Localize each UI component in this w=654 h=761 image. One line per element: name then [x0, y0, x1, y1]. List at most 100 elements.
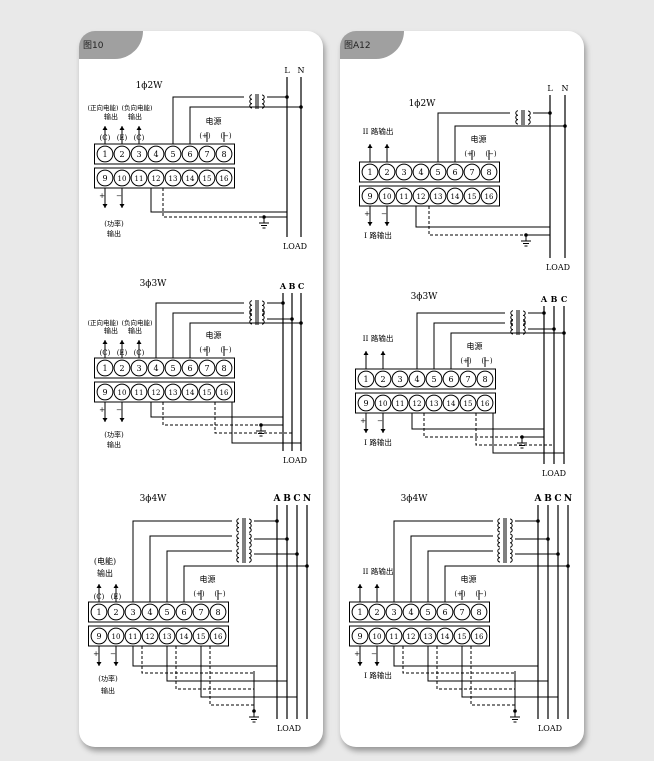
output-label: (负向电能) [121, 103, 153, 112]
system-title: 3ϕ4W [140, 494, 168, 504]
terminal-number: 7 [204, 364, 209, 373]
terminal-number: 16 [475, 633, 484, 641]
arrow-head [119, 418, 125, 422]
right-figure-label: 图A12 [344, 41, 371, 51]
left-figure-tab: 图10 [79, 31, 143, 59]
arrow-head [367, 222, 373, 226]
wire [231, 402, 301, 444]
terminal-number: 2 [113, 608, 118, 617]
terminal-number: 14 [186, 389, 195, 397]
current-transformer [236, 533, 252, 548]
terminal-number: 7 [469, 168, 474, 177]
terminal-number: 13 [424, 633, 433, 641]
terminal-12 [147, 383, 165, 401]
arrow-head [102, 340, 108, 344]
terminal-12 [147, 169, 165, 187]
arrow-head [357, 662, 363, 666]
output-label: (电能) [94, 556, 116, 566]
output-label: (负向电能) [121, 318, 153, 327]
phase-label: C [554, 494, 561, 504]
terminal-15 [198, 383, 216, 401]
terminal-16 [215, 383, 233, 401]
sign-minus: − [116, 192, 122, 200]
arrow-head [119, 204, 125, 208]
output-label: 输出 [128, 326, 142, 335]
terminal-number: 5 [425, 608, 430, 617]
sign-plus: + [364, 210, 370, 218]
arrow-head [384, 144, 390, 148]
terminal-number: 2 [384, 168, 389, 177]
arrow-head [119, 126, 125, 130]
terminal-2 [378, 163, 396, 181]
terminal-14 [181, 383, 199, 401]
terminal-number: 6 [181, 608, 186, 617]
terminal-number: 16 [214, 633, 223, 641]
terminal-3 [130, 359, 148, 377]
load-label: LOAD [542, 469, 566, 478]
phase-label: N [298, 66, 305, 75]
junction-dot [299, 105, 303, 109]
wire [433, 322, 505, 369]
terminal-number: 15 [203, 389, 212, 397]
output-type-label: (C) [100, 349, 111, 357]
terminal-number: 10 [118, 389, 127, 397]
current-transformer [510, 310, 526, 325]
phase-label: C [561, 294, 567, 304]
minus-label: (−) [481, 357, 493, 365]
current-transformer [497, 518, 513, 533]
terminal-block-top [94, 143, 235, 165]
terminal-10 [107, 627, 125, 645]
wire [402, 646, 515, 674]
output-type-label: (C) [100, 134, 111, 142]
terminal-number: 15 [468, 193, 477, 201]
phase-label: C [293, 494, 300, 504]
sign-plus: + [99, 192, 105, 200]
terminal-11 [130, 169, 148, 187]
plus-label: (+) [464, 150, 476, 158]
terminal-5 [419, 603, 437, 621]
terminal-1 [361, 163, 379, 181]
terminal-number: 7 [198, 608, 203, 617]
terminal-number: 5 [431, 375, 436, 384]
terminal-number: 14 [451, 193, 460, 201]
terminal-10 [378, 187, 396, 205]
plus-label: (+) [199, 346, 211, 354]
terminal-15 [192, 627, 210, 645]
junction-dot [305, 564, 309, 568]
terminal-number: 15 [197, 633, 206, 641]
output-label: (正向电能) [87, 103, 119, 112]
terminal-11 [130, 383, 148, 401]
phase-label: B [289, 281, 296, 291]
load-label: LOAD [283, 242, 307, 251]
power-label: 电源 [467, 341, 483, 351]
wire [415, 206, 550, 228]
arrow-head [119, 340, 125, 344]
terminal-number: 12 [152, 389, 161, 397]
load-label: LOAD [283, 456, 307, 465]
current-transformer [236, 548, 252, 563]
terminal-number: 2 [119, 150, 124, 159]
terminal-number: 3 [130, 608, 135, 617]
terminal-10 [374, 394, 392, 412]
terminal-9 [96, 383, 114, 401]
output-label: II 路输出 [363, 126, 394, 136]
sign-minus: − [110, 650, 116, 658]
terminal-number: 11 [390, 633, 399, 641]
minus-label: (−) [220, 346, 232, 354]
terminal-number: 1 [96, 608, 101, 617]
terminal-15 [453, 627, 471, 645]
output-type-label: (E) [117, 349, 128, 357]
terminal-8 [215, 359, 233, 377]
terminal-14 [436, 627, 454, 645]
terminal-7 [463, 163, 481, 181]
current-transformer [497, 548, 513, 563]
terminal-block-top [94, 357, 235, 379]
terminal-1 [351, 603, 369, 621]
arrow-head [102, 204, 108, 208]
terminal-6 [175, 603, 193, 621]
terminal-7 [198, 145, 216, 163]
terminal-number: 8 [215, 608, 220, 617]
terminal-2 [374, 370, 392, 388]
terminal-2 [113, 359, 131, 377]
